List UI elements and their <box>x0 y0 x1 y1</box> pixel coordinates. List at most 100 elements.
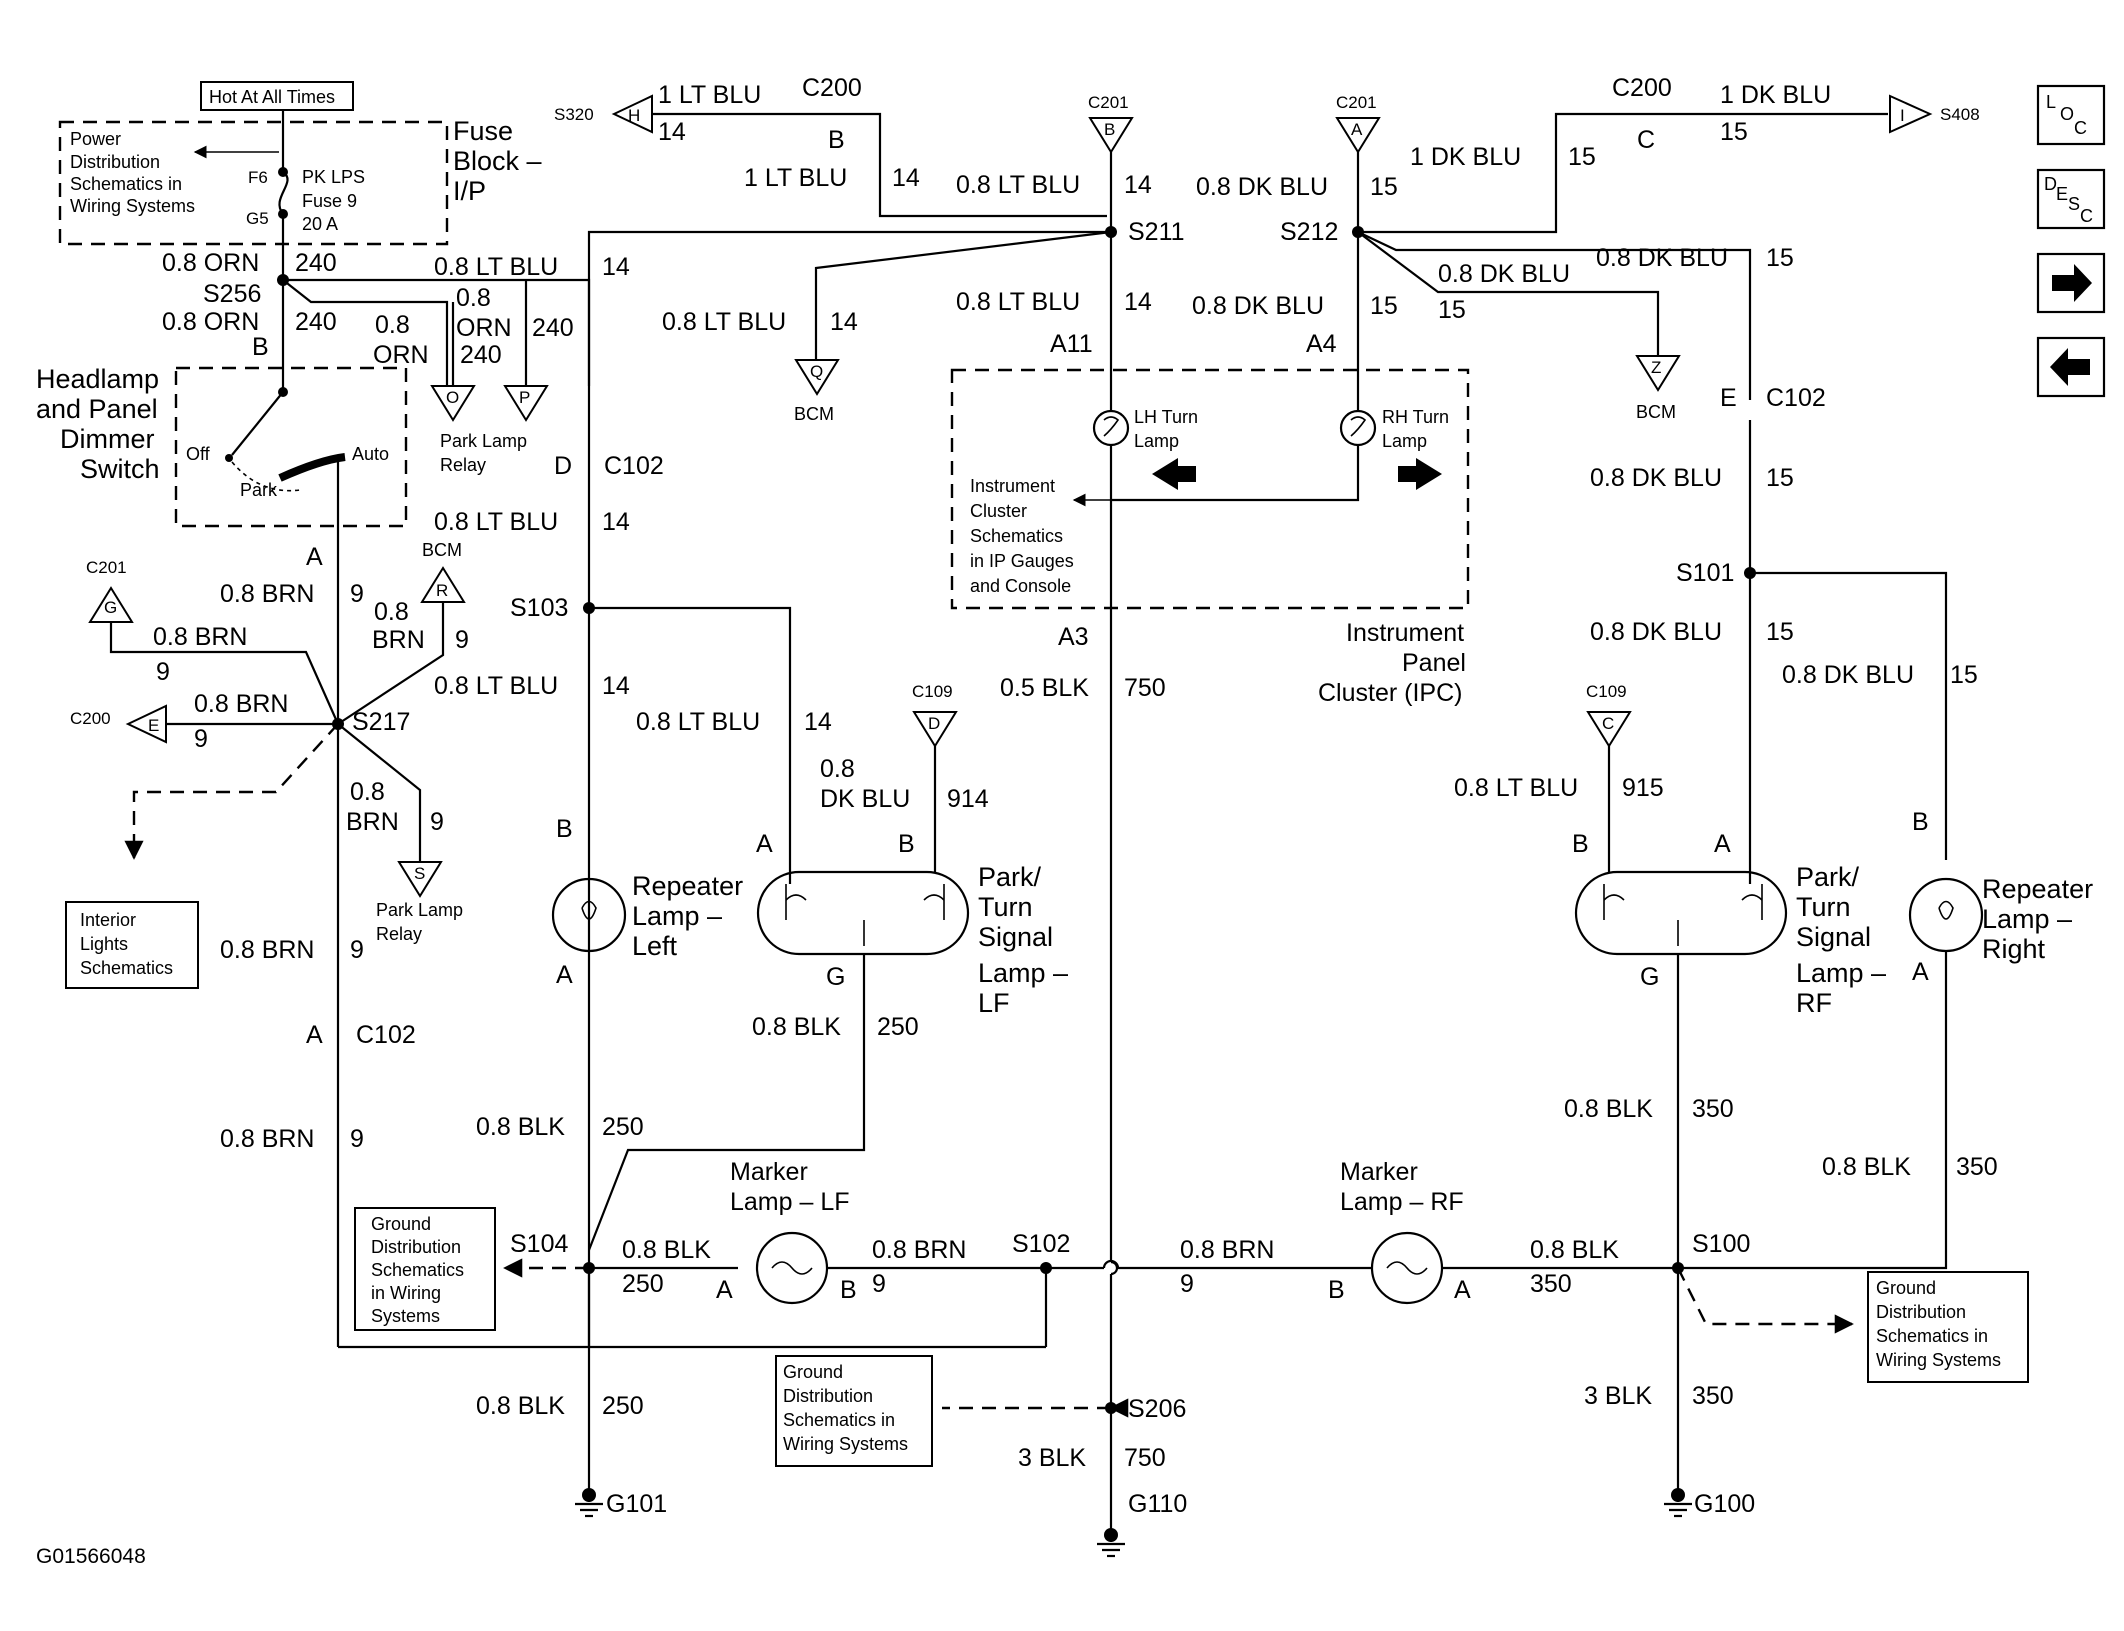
svg-text:S408: S408 <box>1940 105 1980 124</box>
svg-text:G: G <box>104 598 117 617</box>
svg-text:I/P: I/P <box>453 176 486 206</box>
svg-text:9: 9 <box>872 1270 886 1298</box>
svg-text:15: 15 <box>1720 118 1748 146</box>
svg-text:0.8 BRN: 0.8 BRN <box>220 580 314 608</box>
svg-text:9: 9 <box>455 626 469 654</box>
svg-text:Schematics in: Schematics in <box>1876 1326 1988 1346</box>
svg-text:C102: C102 <box>1766 384 1826 412</box>
svg-text:in IP Gauges: in IP Gauges <box>970 551 1074 571</box>
svg-text:B: B <box>898 830 915 858</box>
svg-text:C201: C201 <box>86 558 127 577</box>
svg-text:L: L <box>2046 92 2056 112</box>
svg-text:P: P <box>519 388 530 407</box>
location-button[interactable]: L O C <box>2036 84 2106 146</box>
svg-text:E: E <box>1720 384 1737 412</box>
svg-text:Signal: Signal <box>978 922 1053 952</box>
svg-text:Relay: Relay <box>440 455 486 475</box>
svg-text:DK BLU: DK BLU <box>820 785 910 813</box>
svg-text:15: 15 <box>1766 464 1794 492</box>
svg-text:B: B <box>828 126 845 154</box>
svg-text:Interior: Interior <box>80 910 136 930</box>
svg-text:15: 15 <box>1950 661 1978 689</box>
svg-text:0.8: 0.8 <box>456 284 491 312</box>
svg-text:Repeater: Repeater <box>1982 874 2093 904</box>
back-button[interactable] <box>2036 336 2106 398</box>
svg-text:A3: A3 <box>1058 623 1089 651</box>
svg-text:Turn: Turn <box>1796 892 1851 922</box>
svg-text:14: 14 <box>602 508 630 536</box>
svg-text:20 A: 20 A <box>302 214 338 234</box>
svg-text:B: B <box>840 1276 857 1304</box>
svg-text:0.8 BLK: 0.8 BLK <box>476 1113 565 1141</box>
svg-text:Schematics: Schematics <box>970 526 1063 546</box>
svg-text:Systems: Systems <box>371 1306 440 1326</box>
repeater-lamp-right: B A Repeater Lamp – Right 0.8 BLK 350 <box>1680 808 2093 1270</box>
svg-text:Q: Q <box>810 362 823 381</box>
svg-text:0.8: 0.8 <box>350 778 385 806</box>
svg-text:O: O <box>2060 104 2074 124</box>
svg-text:Wiring Systems: Wiring Systems <box>1876 1350 2001 1370</box>
svg-text:0.8 DK BLU: 0.8 DK BLU <box>1192 292 1324 320</box>
svg-text:G: G <box>826 963 845 991</box>
svg-text:0.8 DK BLU: 0.8 DK BLU <box>1590 464 1722 492</box>
svg-text:and Panel: and Panel <box>36 394 158 424</box>
svg-text:Schematics in: Schematics in <box>783 1410 895 1430</box>
svg-text:S211: S211 <box>1128 218 1185 246</box>
svg-text:15: 15 <box>1568 143 1596 171</box>
svg-text:14: 14 <box>892 164 920 192</box>
svg-text:0.8 DK BLU: 0.8 DK BLU <box>1782 661 1914 689</box>
svg-text:S103: S103 <box>510 594 568 622</box>
svg-text:Ground: Ground <box>1876 1278 1936 1298</box>
svg-text:1 DK BLU: 1 DK BLU <box>1720 81 1831 109</box>
fuse-block: Hot At All Times Power Distribution Sche… <box>58 81 542 280</box>
svg-text:750: 750 <box>1124 674 1166 702</box>
repeater-lamp-left: B A Repeater Lamp – Left <box>551 815 743 989</box>
svg-text:Instrument: Instrument <box>970 476 1055 496</box>
description-button[interactable]: D E S C <box>2036 168 2106 230</box>
svg-text:C109: C109 <box>1586 682 1627 701</box>
svg-text:LH Turn: LH Turn <box>1134 407 1198 427</box>
svg-text:0.8 LT BLU: 0.8 LT BLU <box>636 708 760 736</box>
svg-text:0.8 LT BLU: 0.8 LT BLU <box>434 672 558 700</box>
svg-text:15: 15 <box>1766 244 1794 272</box>
arrow-right-icon <box>2052 264 2092 302</box>
svg-text:and Console: and Console <box>970 576 1071 596</box>
svg-text:A: A <box>306 543 323 571</box>
svg-text:G110: G110 <box>1128 1490 1187 1518</box>
svg-text:9: 9 <box>430 808 444 836</box>
svg-text:S: S <box>2068 194 2080 214</box>
svg-text:O: O <box>446 388 459 407</box>
headlamp-switch: Headlamp and Panel Dimmer Switch B Off P… <box>36 333 408 571</box>
svg-text:Wiring Systems: Wiring Systems <box>70 196 195 216</box>
svg-text:B: B <box>1328 1276 1345 1304</box>
svg-text:0.8 BLK: 0.8 BLK <box>1822 1153 1911 1181</box>
svg-text:9: 9 <box>350 580 364 608</box>
svg-text:9: 9 <box>350 936 364 964</box>
svg-text:Lamp – LF: Lamp – LF <box>730 1188 850 1216</box>
svg-text:240: 240 <box>295 308 337 336</box>
svg-text:F6: F6 <box>248 168 268 187</box>
svg-text:0.8 BRN: 0.8 BRN <box>872 1236 966 1264</box>
svg-text:ORN: ORN <box>373 341 429 369</box>
svg-text:0.8: 0.8 <box>374 598 409 626</box>
svg-text:14: 14 <box>1124 288 1152 316</box>
svg-text:Right: Right <box>1982 934 2046 964</box>
svg-text:C102: C102 <box>356 1021 416 1049</box>
svg-text:914: 914 <box>947 785 989 813</box>
svg-text:in Wiring: in Wiring <box>371 1283 441 1303</box>
svg-text:A: A <box>1912 958 1929 986</box>
svg-text:Auto: Auto <box>352 444 389 464</box>
svg-text:Z: Z <box>1651 358 1661 377</box>
svg-text:14: 14 <box>602 253 630 281</box>
svg-text:Park Lamp: Park Lamp <box>440 431 527 451</box>
svg-text:0.8 LT BLU: 0.8 LT BLU <box>662 308 786 336</box>
svg-text:ORN: ORN <box>456 314 512 342</box>
svg-text:A: A <box>756 830 773 858</box>
svg-text:C: C <box>1637 126 1655 154</box>
svg-text:Ground: Ground <box>783 1362 843 1382</box>
svg-text:D: D <box>2044 174 2057 194</box>
forward-button[interactable] <box>2036 252 2106 314</box>
svg-text:D: D <box>928 714 940 733</box>
svg-text:S212: S212 <box>1280 218 1338 246</box>
